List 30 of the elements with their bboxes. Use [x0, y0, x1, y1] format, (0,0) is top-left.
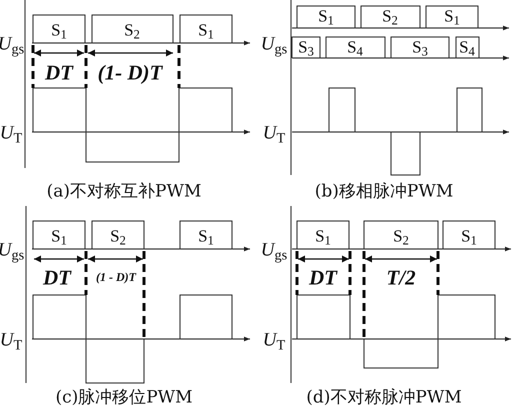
pulse-label: S$_{1}$: [51, 228, 67, 244]
axis-label: U$_{T}$: [262, 330, 286, 350]
interval-label: T/2: [386, 268, 416, 288]
pulse-label: S$_{4}$: [347, 38, 363, 56]
caption: (a)不对称互补PWM: [46, 184, 202, 200]
axis-label: U$_{T}$: [0, 330, 22, 350]
pulse-label: S$_{2}$: [393, 228, 409, 244]
pulse-label: S$_{4}$: [459, 38, 475, 56]
interval-label: DT: [43, 268, 71, 288]
pulse-label: S$_{1}$: [198, 228, 214, 244]
interval-label: (1 - D)T: [96, 271, 136, 283]
pulse-label: S$_{2}$: [382, 8, 398, 24]
axis-label: U$_{T}$: [0, 124, 22, 142]
pulse-label: S$_{3}$: [412, 38, 428, 56]
interval-label: (1- D)T: [98, 62, 162, 84]
pulse-label: S$_{1}$: [461, 228, 477, 244]
caption: (c)脉冲移位PWM: [55, 390, 193, 406]
pulse-label: S$_{2}$: [124, 22, 140, 38]
pulse-label: S$_{1}$: [318, 8, 334, 24]
pulse-label: S$_{1}$: [51, 22, 67, 38]
interval-label: DT: [45, 62, 73, 84]
pulse-label: S$_{1}$: [315, 228, 331, 244]
pulse-label: S$_{1}$: [444, 8, 460, 24]
axis-label: U$_{T}$: [262, 124, 286, 142]
caption: (d)不对称脉冲PWM: [306, 390, 462, 406]
caption: (b)移相脉冲PWM: [314, 184, 454, 200]
interval-label: DT: [309, 268, 337, 288]
pulse-label: S$_{2}$: [110, 228, 126, 244]
pulse-label: S$_{1}$: [198, 22, 214, 38]
pulse-label: S$_{3}$: [298, 38, 314, 56]
